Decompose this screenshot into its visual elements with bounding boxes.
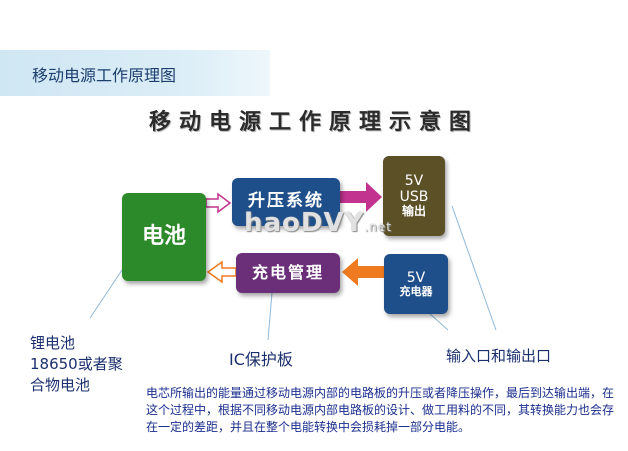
io-port-label: 输入口和输出口: [446, 347, 552, 365]
battery-type-line1: 锂电池: [30, 334, 76, 352]
page-title: 移动电源工作原理图: [32, 66, 177, 85]
battery-type-line3: 合物电池: [30, 376, 91, 394]
usb-output-block: 5V USB 输出: [383, 156, 445, 236]
usb-output-port: USB: [399, 189, 429, 206]
watermark-suffix: .net: [364, 220, 392, 234]
usb-output-voltage: 5V: [404, 173, 424, 189]
header-band: [0, 50, 270, 96]
watermark-main: haoDVY: [244, 208, 365, 238]
battery-type-label: 锂电池 18650或者聚 合物电池: [30, 333, 150, 396]
charger-label: 充电器: [399, 284, 433, 298]
callout-line-usb: [451, 205, 497, 331]
boost-system-block: 升压系统: [232, 178, 340, 226]
battery-type-line2: 18650或者聚: [30, 355, 123, 373]
callout-line-battery: [89, 269, 123, 319]
battery-block: 电池: [122, 193, 206, 281]
arrow-charger-to-charge-management: [342, 258, 384, 286]
arrow-charge-management-to-battery: [206, 260, 237, 284]
description-text: 电芯所输出的能量通过移动电源内部的电路板的升压或者降压操作，最后到达输出端，在这…: [146, 386, 615, 434]
watermark: haoDVY.net: [244, 208, 392, 238]
arrow-battery-to-boost: [205, 192, 232, 214]
arrow-boost-to-usb: [340, 182, 382, 212]
charger-block: 5V 充电器: [384, 254, 448, 314]
ic-protection-label: IC保护板: [229, 350, 293, 369]
callout-line-charger: [429, 313, 449, 331]
usb-output-label: 输出: [401, 204, 426, 219]
diagram-title: 移动电源工作原理示意图: [148, 109, 479, 135]
callout-line-ic: [267, 292, 273, 341]
charge-management-block: 充电管理: [236, 253, 340, 293]
charger-voltage: 5V: [406, 269, 426, 286]
